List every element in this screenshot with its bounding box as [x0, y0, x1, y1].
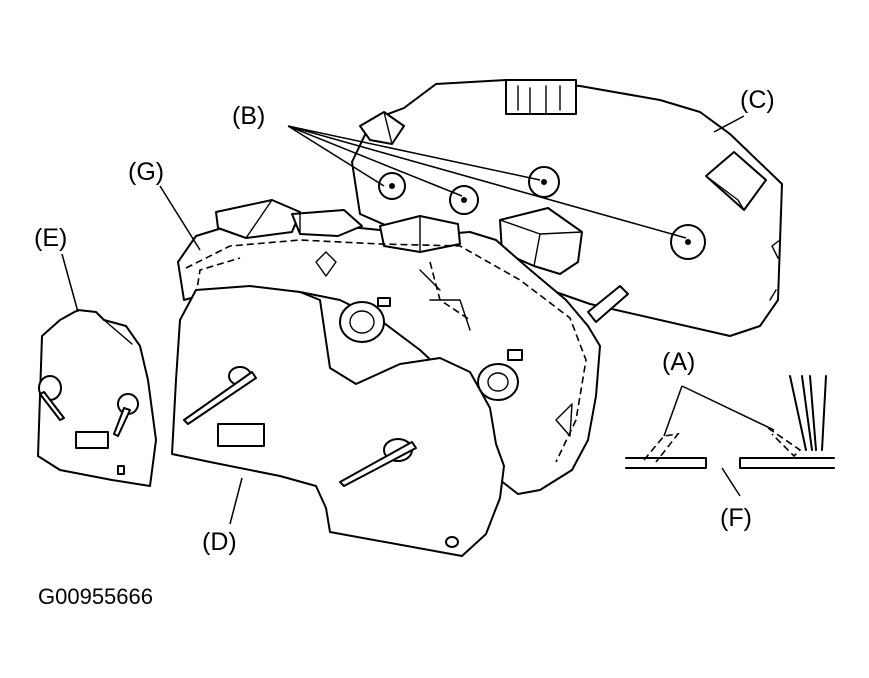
label-c: (C)	[740, 86, 775, 114]
label-e: (E)	[34, 224, 67, 252]
screw-hole-2	[449, 185, 479, 215]
label-d: (D)	[202, 528, 237, 556]
gauge-needle-left	[38, 375, 65, 421]
label-g: (G)	[128, 158, 164, 186]
needle-left	[183, 366, 257, 425]
dial-plate	[171, 285, 505, 557]
screw-hole-3	[528, 166, 560, 198]
label-b: (B)	[232, 102, 265, 130]
label-a: (A)	[662, 348, 695, 376]
label-f: (F)	[720, 504, 752, 532]
screw-hole-1	[378, 172, 406, 200]
bulb-socket-1	[339, 301, 385, 343]
figure-id: G00955666	[38, 584, 153, 609]
screw-hole-4	[670, 224, 706, 260]
gauge-needle-right	[113, 393, 139, 437]
needle-right	[339, 438, 417, 487]
leader-lines	[61, 115, 775, 525]
indicator-window-d	[217, 423, 265, 447]
rear-case	[351, 79, 783, 337]
bulb-socket-2	[477, 363, 519, 401]
small-gauge	[37, 309, 157, 487]
detail-inset	[625, 375, 835, 469]
indicator-window-e	[75, 431, 109, 449]
